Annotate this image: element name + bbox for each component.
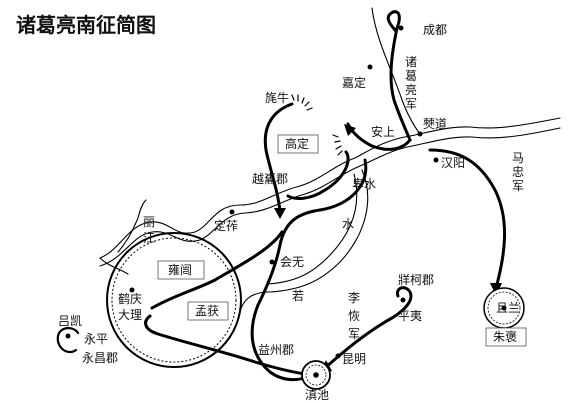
label-army-li-2: 恢 (348, 309, 360, 323)
label-huiwu: 会无 (280, 255, 304, 269)
label-yongchangjun: 永昌郡 (82, 351, 118, 365)
label-army-zhuge-2: 葛 (405, 69, 417, 83)
label-heqing: 鹤庆 (118, 291, 142, 306)
route-lihui (323, 286, 413, 370)
label-maoniu: 旄牛 (265, 90, 289, 105)
route-zhugeliang-south (250, 158, 368, 382)
dot-hanyang (433, 157, 439, 163)
label-army-ma-2: 忠 (512, 165, 524, 179)
label-dingzuo: 定莋 (214, 218, 238, 233)
label-yuexijun: 越巂郡 (252, 172, 288, 186)
box-menghuo (187, 301, 229, 321)
label-zhubao: 朱褒 (493, 330, 517, 344)
box-yongge (157, 260, 205, 280)
dot-kunming (335, 353, 341, 359)
label-army-zhuge-1: 诸 (405, 55, 417, 69)
box-gaoding (277, 134, 319, 154)
label-yizhoujun: 益州郡 (258, 343, 294, 357)
river-ruo-west (267, 173, 358, 285)
dot-bodao (417, 131, 423, 137)
river-west-stream (99, 257, 129, 275)
label-beishui: 卑水 (352, 176, 376, 191)
hatch-maoniu (291, 94, 313, 111)
arrowhead-yuexi (274, 208, 286, 219)
river-lijiang (117, 199, 147, 253)
river-main-south-bank (99, 127, 561, 267)
route-mazhong (428, 148, 507, 290)
label-jiading: 嘉定 (342, 75, 366, 90)
dot-heqing (129, 287, 135, 293)
label-anshang: 安上 (371, 124, 395, 139)
dot-chengdu (398, 25, 404, 31)
label-gaoding: 高定 (285, 136, 309, 151)
region-circle-qielan-inner (487, 291, 521, 325)
label-army-li-1: 李 (348, 290, 360, 305)
label-river-shui: 水 (342, 217, 354, 231)
label-qielan: 且兰 (496, 301, 520, 315)
hatch-gaoding (332, 134, 343, 156)
river-min (371, 7, 421, 135)
label-yongping: 永平 (84, 332, 108, 346)
route-yuexi-spiral (286, 150, 350, 200)
map-title: 诸葛亮南征简图 (16, 13, 156, 37)
label-army-zhuge-3: 亮 (405, 82, 417, 97)
label-lijiang-2: 江 (143, 231, 155, 245)
route-zhugeliang-north (386, 10, 412, 142)
dot-jiading (367, 64, 373, 70)
region-circle-dianchi-inner (305, 364, 327, 386)
label-army-ma-3: 军 (512, 179, 524, 193)
dot-yongping (65, 333, 71, 339)
arrowhead-anshang (344, 124, 356, 136)
label-chengdu: 成都 (423, 23, 447, 37)
box-zhubao (485, 327, 527, 347)
label-river-ruo: 若 (292, 289, 304, 303)
route-maoniu (263, 102, 294, 214)
label-pingyi: 平夷 (398, 308, 422, 323)
route-yongping-hook (56, 327, 80, 354)
label-lijiang-1: 丽 (143, 215, 155, 229)
label-menghuo: 孟获 (195, 304, 219, 318)
label-lvkai: 吕凯 (58, 314, 82, 328)
river-main-north-bank (99, 117, 561, 259)
route-menghuo (144, 314, 307, 376)
label-dianchi: 滇池 (305, 388, 329, 402)
dot-zangke (400, 297, 406, 303)
dot-dingzuo (229, 209, 235, 215)
label-hanyang: 汉阳 (441, 156, 465, 170)
region-circle-dali (106, 232, 242, 368)
label-zangkejun: 牂柯郡 (398, 272, 434, 287)
route-zhugeliang-west (150, 230, 284, 310)
label-bodao: 僰道 (423, 117, 447, 131)
dot-qielan (501, 305, 507, 311)
region-circle-dali-inner (111, 237, 237, 363)
label-yongge: 雍闿 (168, 262, 192, 277)
label-army-zhuge-4: 军 (405, 97, 417, 111)
label-dali: 大理 (118, 308, 142, 322)
label-kunming: 昆明 (342, 352, 366, 366)
dot-huiwu (269, 259, 275, 265)
river-ruo-east (269, 169, 369, 293)
dot-dianchi (313, 372, 319, 378)
label-army-ma-1: 马 (512, 151, 524, 165)
label-army-li-3: 军 (348, 327, 360, 341)
